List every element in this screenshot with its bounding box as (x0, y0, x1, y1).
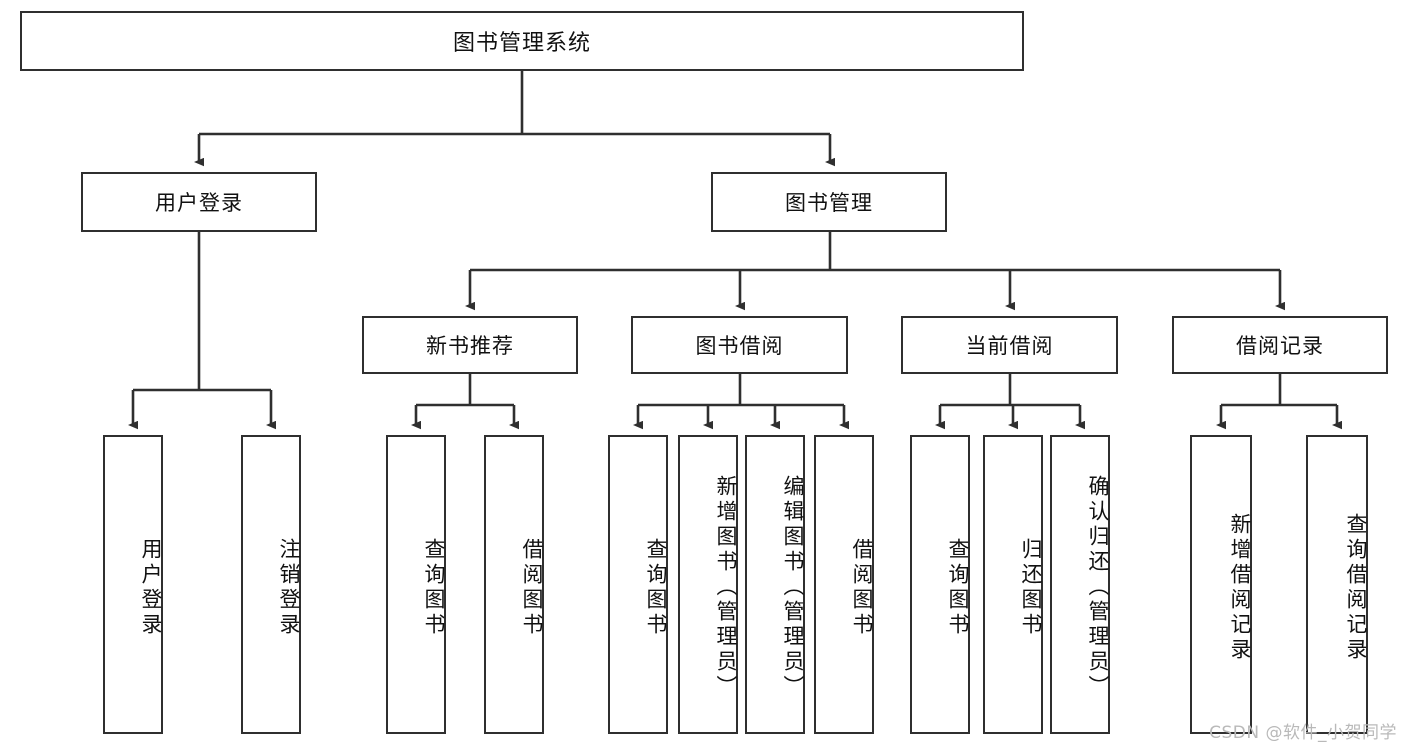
watermark-text: CSDN @软件_小贺同学 (1209, 723, 1397, 743)
node-label: 新增图书（管理员） (714, 475, 738, 700)
node-label: 确认归还（管理员） (1086, 475, 1110, 700)
node-label: 借阅图书 (850, 537, 874, 638)
node-leaf-return-book[interactable]: 归还图书 (983, 435, 1043, 734)
node-label: 编辑图书（管理员） (781, 475, 805, 700)
node-leaf-borrow-book-recommend[interactable]: 借阅图书 (484, 435, 544, 734)
node-new-book-recommend[interactable]: 新书推荐 (362, 316, 578, 374)
node-leaf-edit-book[interactable]: 编辑图书（管理员） (745, 435, 805, 734)
node-current-borrow[interactable]: 当前借阅 (901, 316, 1118, 374)
node-label: 用户登录 (139, 537, 163, 638)
node-leaf-query-borrow-record[interactable]: 查询借阅记录 (1306, 435, 1368, 734)
node-leaf-query-book-borrow[interactable]: 查询图书 (608, 435, 668, 734)
node-borrow-record[interactable]: 借阅记录 (1172, 316, 1388, 374)
node-leaf-logout[interactable]: 注销登录 (241, 435, 301, 734)
node-leaf-user-login[interactable]: 用户登录 (103, 435, 163, 734)
node-leaf-add-borrow-record[interactable]: 新增借阅记录 (1190, 435, 1252, 734)
node-book-management[interactable]: 图书管理 (711, 172, 947, 232)
node-label: 注销登录 (277, 537, 301, 638)
node-label: 新增借阅记录 (1228, 512, 1252, 663)
node-leaf-confirm-return[interactable]: 确认归还（管理员） (1050, 435, 1110, 734)
node-label: 查询图书 (422, 537, 446, 638)
node-user-login[interactable]: 用户登录 (81, 172, 317, 232)
node-leaf-query-book-current[interactable]: 查询图书 (910, 435, 970, 734)
node-leaf-add-book[interactable]: 新增图书（管理员） (678, 435, 738, 734)
node-label: 查询图书 (644, 537, 668, 638)
node-leaf-query-book-recommend[interactable]: 查询图书 (386, 435, 446, 734)
node-book-borrow[interactable]: 图书借阅 (631, 316, 848, 374)
node-leaf-borrow-book[interactable]: 借阅图书 (814, 435, 874, 734)
node-label: 归还图书 (1019, 537, 1043, 638)
node-root[interactable]: 图书管理系统 (20, 11, 1024, 71)
node-label: 借阅图书 (520, 537, 544, 638)
node-label: 查询借阅记录 (1344, 512, 1368, 663)
node-label: 查询图书 (946, 537, 970, 638)
